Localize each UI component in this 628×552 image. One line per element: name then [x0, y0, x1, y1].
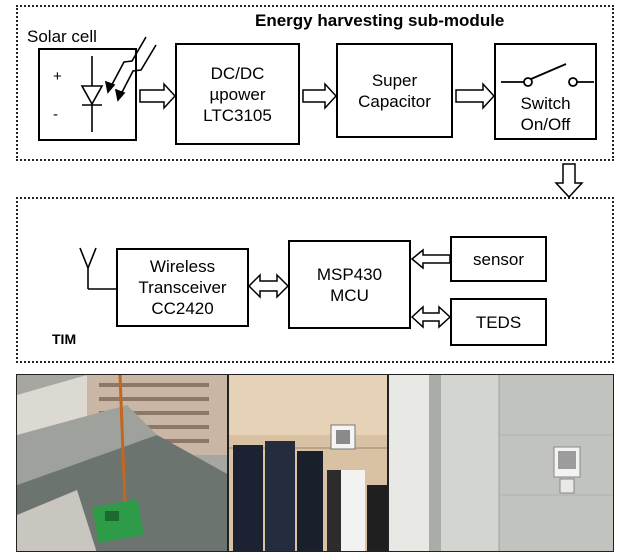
arrow-solar-to-dcdc [139, 82, 177, 110]
wall-mount-photo-art [389, 375, 613, 551]
tim-label: TIM [52, 331, 77, 347]
super-capacitor-box: Super Capacitor [336, 43, 453, 138]
light-rays-icon [104, 36, 157, 102]
dcdc-line3: LTC3105 [203, 105, 272, 125]
office-shelf-photo [228, 374, 388, 552]
dcdc-converter-box: DC/DC µpower LTC3105 [175, 43, 300, 145]
arrow-dcdc-to-supercap [302, 82, 338, 110]
arrow-mcu-teds [410, 305, 452, 329]
dcdc-line1: DC/DC [210, 63, 265, 83]
energy-harvesting-group [16, 5, 614, 161]
antenna-icon [79, 247, 116, 290]
supercap-line2: Capacitor [358, 91, 431, 111]
arrow-energy-to-tim [554, 163, 584, 199]
wireless-transceiver-box: Wireless Transceiver CC2420 [116, 248, 249, 327]
mcu-line2: MCU [330, 285, 369, 305]
mcu-line1: MSP430 [316, 264, 383, 284]
switch-symbol-icon [501, 63, 594, 87]
teds-label: TEDS [475, 312, 522, 332]
arrow-wireless-mcu [247, 273, 290, 299]
rooftop-photo-art [17, 375, 227, 551]
energy-module-title: Energy harvesting sub-module [255, 11, 505, 30]
switch-box: Switch On/Off [494, 43, 597, 140]
tim-group [16, 197, 614, 363]
solar-cell-label: Solar cell [27, 27, 97, 47]
wireless-line3: CC2420 [151, 299, 214, 318]
rooftop-photo [16, 374, 228, 552]
teds-box: TEDS [450, 298, 547, 346]
office-shelf-photo-art [229, 375, 387, 551]
solar-minus-label: - [53, 106, 58, 123]
diode-icon [80, 56, 104, 132]
wireless-line2: Transceiver [138, 278, 227, 297]
arrow-supercap-to-switch [455, 82, 496, 110]
wireless-line1: Wireless [149, 257, 216, 276]
dcdc-line2: µpower [209, 84, 266, 104]
wall-mount-photo [388, 374, 614, 552]
mcu-box: MSP430 MCU [288, 240, 411, 329]
sensor-label: sensor [472, 249, 525, 269]
sensor-box: sensor [450, 236, 547, 282]
solar-plus-label: + [53, 68, 62, 85]
switch-line1: Switch [520, 94, 571, 113]
switch-line2: On/Off [520, 115, 571, 134]
arrow-sensor-to-mcu [410, 248, 451, 270]
supercap-line1: Super [371, 70, 418, 90]
